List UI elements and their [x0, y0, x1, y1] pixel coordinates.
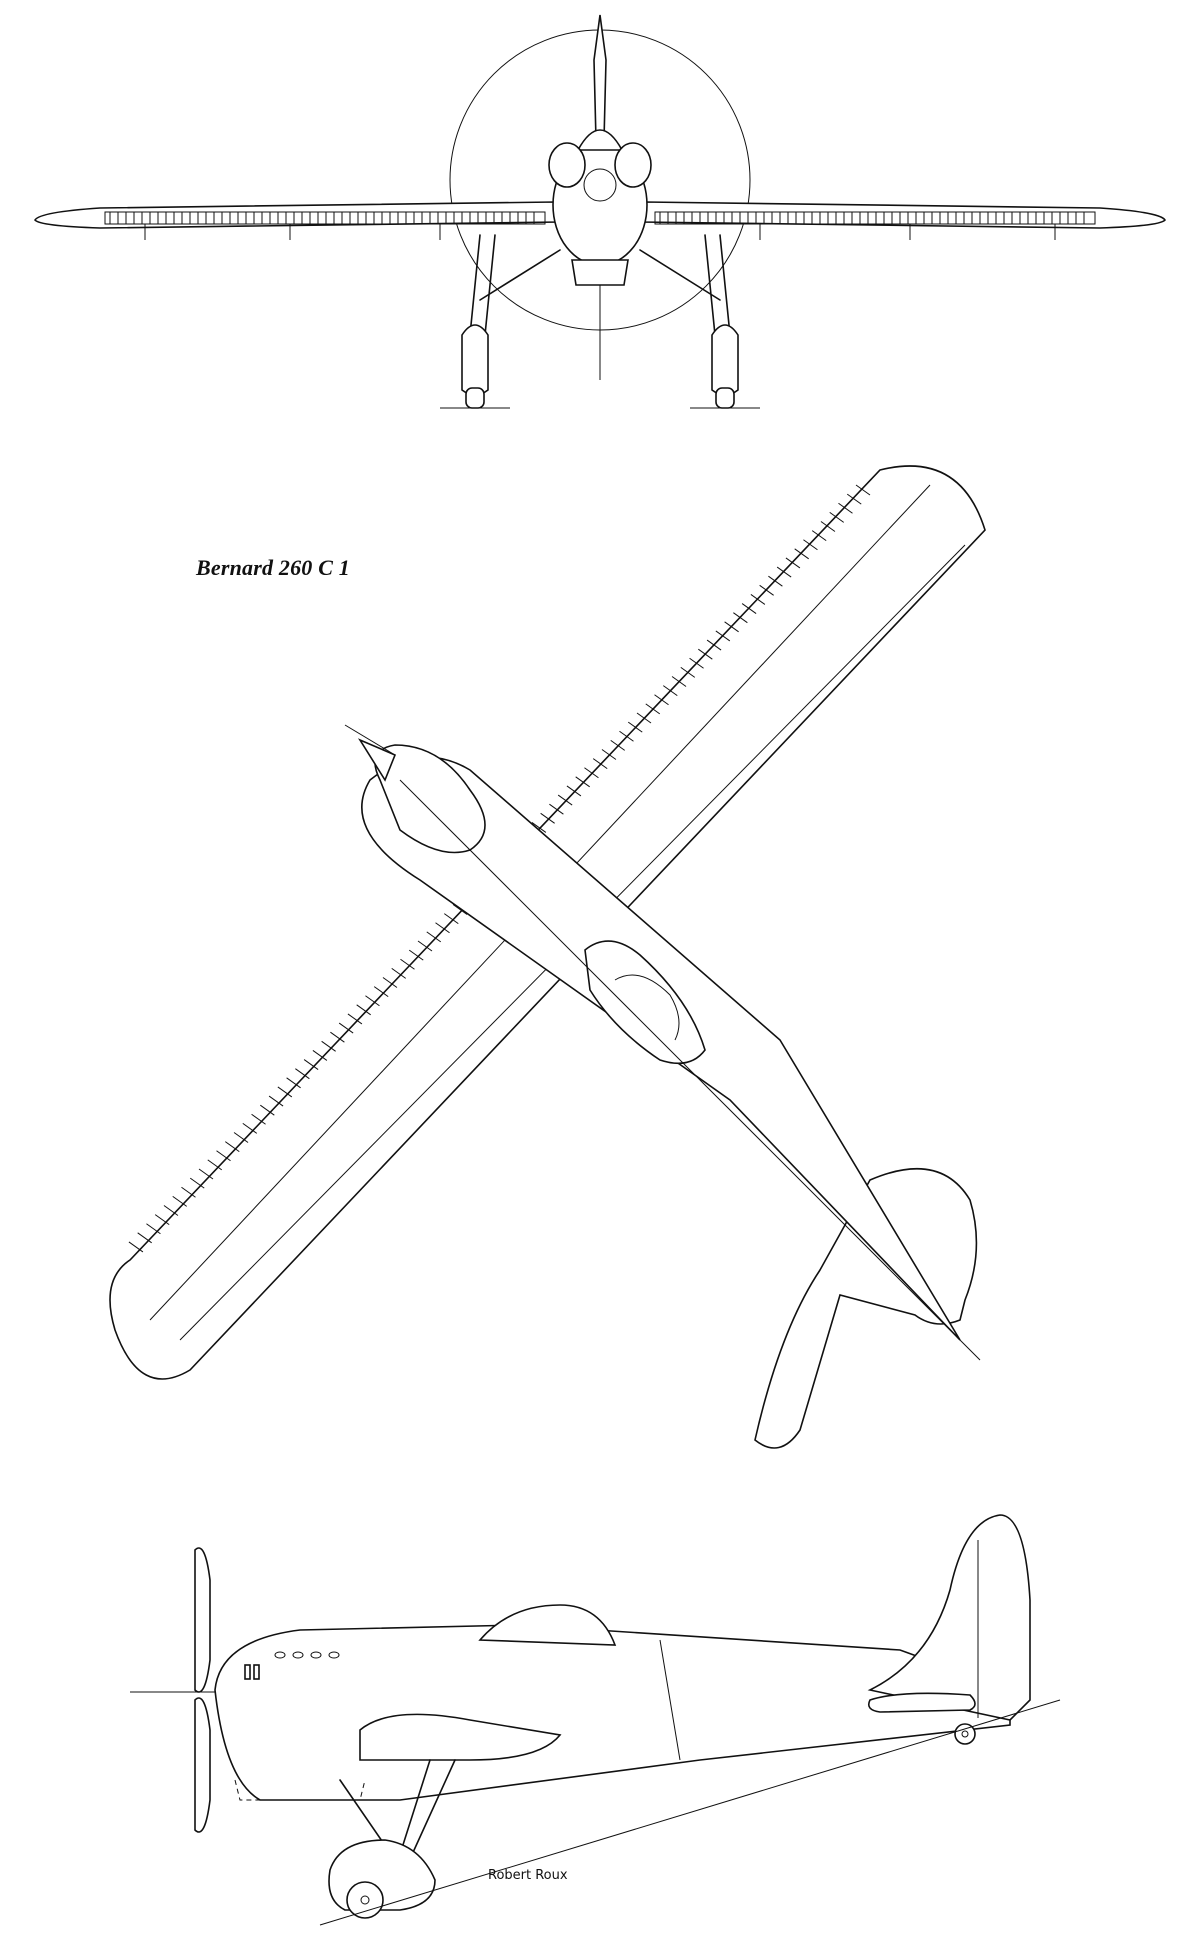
side-view	[0, 1480, 1200, 1938]
propeller-spinner-plan	[357, 738, 397, 782]
wing-leading-edge-hatch	[128, 484, 871, 1253]
side-view-svg	[130, 1514, 1061, 1926]
main-wheel	[346, 1881, 384, 1919]
vertical-fin	[867, 1514, 1031, 1721]
propeller-axis-plan	[344, 724, 396, 756]
right-aileron-outline	[654, 211, 1096, 225]
front-view	[0, 0, 1200, 420]
right-gear-leg	[639, 234, 731, 336]
front-view-svg	[34, 14, 1166, 409]
propeller-side	[194, 1547, 211, 1693]
right-tire	[715, 387, 735, 409]
wing-hinges	[144, 224, 1056, 240]
cowling-plan	[374, 744, 486, 854]
drawing-title: Bernard 260 C 1	[196, 555, 350, 580]
right-cylinder-bump	[614, 142, 652, 188]
plan-view	[0, 440, 1200, 1460]
wing-root-fairing	[359, 1713, 562, 1761]
left-cylinder-bump	[548, 142, 586, 188]
artist-signature: Robert Roux	[488, 1868, 568, 1883]
left-wing-aileron-hatch	[109, 212, 535, 224]
cockpit-canopy	[576, 129, 624, 151]
fuselage-centerline-plan	[399, 779, 981, 1361]
fuselage-panel-line	[659, 1639, 681, 1761]
spinner	[583, 168, 617, 202]
propeller-side-lower	[194, 1697, 211, 1833]
right-wing	[638, 201, 1166, 229]
left-wheel-spat	[461, 324, 489, 396]
canopy-side	[478, 1604, 617, 1646]
radiator	[571, 259, 629, 286]
plan-view-svg	[109, 465, 986, 1449]
ground-line-side	[319, 1699, 1061, 1926]
left-tire	[465, 387, 485, 409]
main-wheel-hub	[360, 1895, 370, 1905]
cockpit-seat-plan	[614, 974, 680, 1041]
left-gear-leg	[469, 234, 561, 336]
horizontal-tail	[754, 1168, 978, 1449]
left-aileron-outline	[104, 211, 546, 225]
propeller-blade	[593, 14, 607, 141]
cowling-panel-holes	[274, 1651, 340, 1659]
tail-wheel	[954, 1723, 976, 1745]
cockpit-plan	[584, 940, 706, 1065]
right-wheel-spat	[711, 324, 739, 396]
tailplane-side	[867, 1692, 976, 1713]
oil-cooler-dashed	[234, 1779, 366, 1801]
tail-wheel-hub	[961, 1730, 969, 1738]
exhaust-stacks	[244, 1664, 260, 1680]
right-wing-aileron-hatch	[659, 212, 1085, 224]
